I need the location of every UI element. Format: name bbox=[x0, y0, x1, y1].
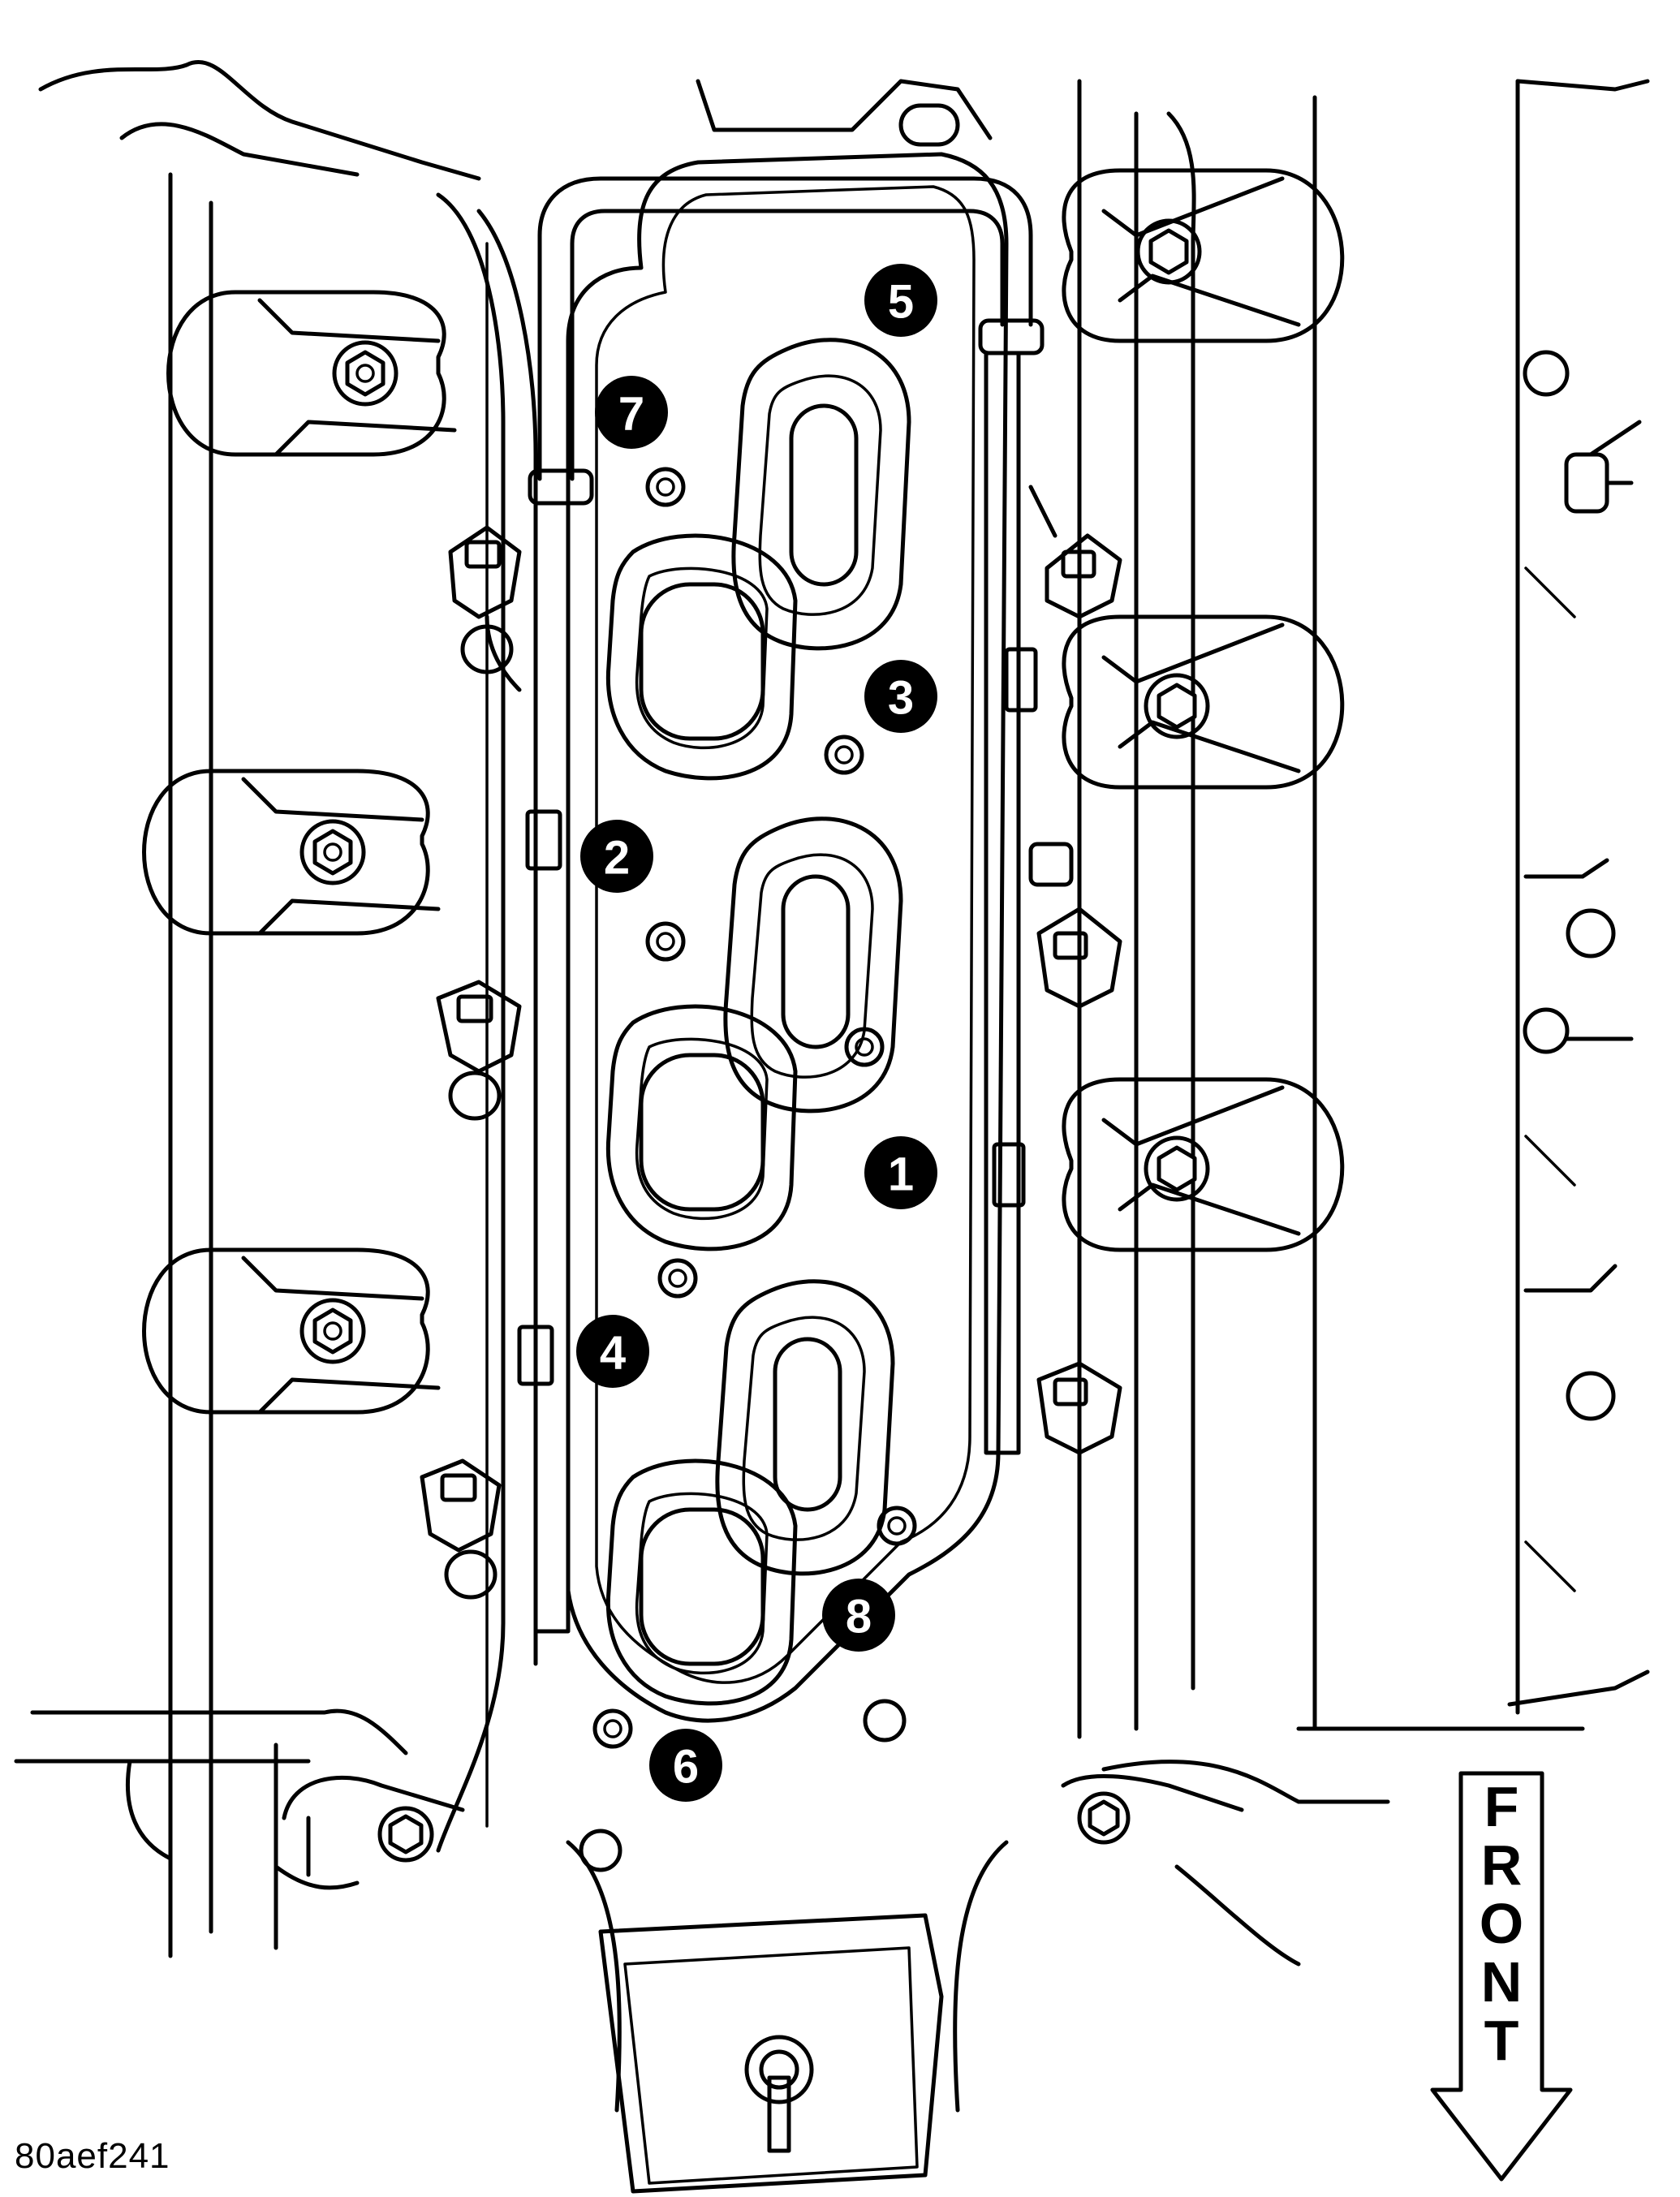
sequence-marker-1: 1 bbox=[864, 1136, 937, 1209]
center-valley bbox=[566, 79, 1009, 2194]
fuel-rail bbox=[517, 176, 1045, 1634]
right-side-component bbox=[1507, 79, 1650, 1715]
sequence-marker-8: 8 bbox=[822, 1579, 895, 1652]
sequence-marker-3-number: 3 bbox=[888, 672, 914, 725]
sequence-marker-2: 2 bbox=[580, 820, 653, 893]
sequence-marker-6-number: 6 bbox=[673, 1741, 699, 1794]
right-cylinder-head bbox=[1077, 79, 1585, 1967]
sequence-marker-6: 6 bbox=[649, 1729, 722, 1802]
sequence-marker-7-number: 7 bbox=[618, 388, 644, 441]
sequence-marker-3: 3 bbox=[864, 660, 937, 733]
left-cylinder-head bbox=[14, 60, 538, 1958]
sequence-marker-1-number: 1 bbox=[888, 1148, 914, 1201]
sequence-marker-5-number: 5 bbox=[888, 276, 914, 329]
torque-sequence-markers: 1 2 3 4 5 6 7 8 bbox=[576, 264, 937, 1802]
intake-ports bbox=[605, 338, 911, 1706]
sequence-marker-8-number: 8 bbox=[846, 1591, 872, 1643]
sequence-marker-5: 5 bbox=[864, 264, 937, 337]
sequence-marker-4-number: 4 bbox=[600, 1327, 626, 1380]
sequence-marker-7: 7 bbox=[595, 376, 668, 449]
manifold-bolt-holes bbox=[592, 467, 917, 1749]
left-head-bolts bbox=[142, 290, 465, 1877]
fuel-injectors bbox=[420, 485, 1122, 1600]
right-head-bolts bbox=[1061, 168, 1345, 1845]
figure-id: 80aef241 bbox=[15, 2136, 170, 2176]
sequence-marker-2-number: 2 bbox=[604, 832, 630, 885]
sequence-marker-4: 4 bbox=[576, 1315, 649, 1388]
